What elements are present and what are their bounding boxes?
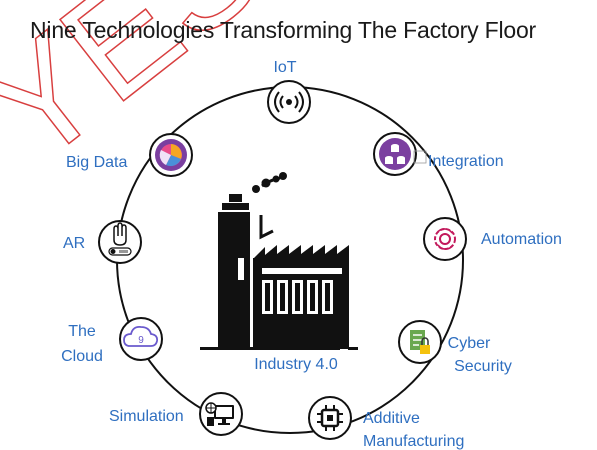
cloud-node: 9 The Cloud: [61, 317, 163, 365]
gear-cycle-icon: [434, 228, 456, 250]
database-stack-icon: [379, 138, 411, 170]
simulation-label: Simulation: [109, 408, 184, 425]
hand-toggle-icon: [108, 222, 132, 256]
iot-label: IoT: [273, 59, 296, 76]
integration-node: Integration: [373, 132, 504, 176]
diagram-title: Nine Technologies Transforming The Facto…: [30, 17, 537, 43]
cloud-icon-text: 9: [138, 335, 144, 346]
iot-node: IoT: [267, 59, 311, 124]
additive-label-line2: Manufacturing: [363, 433, 464, 450]
additive-label-line1: Additive: [363, 410, 420, 427]
cyber-label-line1: Cyber: [448, 335, 491, 352]
additive-manufacturing-node: Additive Manufacturing: [308, 396, 464, 450]
big-data-node: Big Data: [66, 133, 193, 177]
simulation-node: Simulation: [109, 392, 243, 436]
cloud-icon: 9: [123, 325, 159, 347]
chip-icon: [317, 405, 343, 431]
integration-label: Integration: [428, 153, 504, 170]
ar-node: AR: [63, 220, 142, 264]
secure-document-icon: [410, 330, 430, 354]
pie-chart-icon: [155, 139, 187, 171]
big-data-label: Big Data: [66, 154, 127, 171]
factory-icon: [200, 172, 358, 350]
ar-label: AR: [63, 235, 85, 252]
cloud-label-line2: Cloud: [61, 348, 103, 365]
cloud-label-line1: The: [68, 323, 96, 340]
automation-label: Automation: [481, 231, 562, 248]
cyber-security-node: Cyber Security: [398, 320, 512, 375]
computer-simulation-icon: [205, 402, 234, 426]
wireless-signal-icon: [274, 91, 304, 113]
center-label: Industry 4.0: [254, 356, 338, 373]
cyber-label-line2: Security: [454, 358, 512, 375]
automation-node: Automation: [423, 217, 562, 261]
